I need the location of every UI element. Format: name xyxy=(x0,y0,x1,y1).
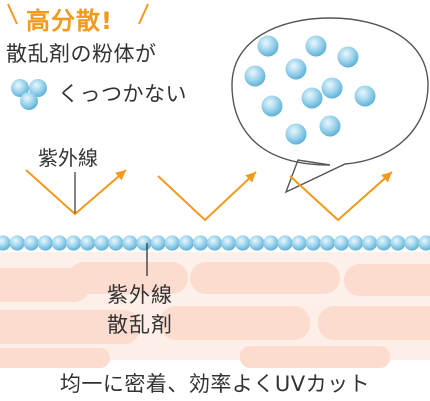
uv-label: 紫外線 xyxy=(38,146,98,170)
clumped-particles-icon xyxy=(11,79,47,110)
scatter-label-line2: 散乱剤 xyxy=(107,313,173,337)
particle xyxy=(390,235,406,251)
heading-slash-right xyxy=(138,3,149,25)
particle xyxy=(136,235,152,251)
particle xyxy=(178,235,194,251)
uv-arrow-path xyxy=(289,171,393,222)
particle xyxy=(51,235,67,251)
particle xyxy=(37,235,53,251)
particle xyxy=(80,235,96,251)
uv-arrow-path xyxy=(25,169,127,216)
bubble-particle xyxy=(257,35,279,57)
uv-arrow-head xyxy=(245,172,256,183)
particle xyxy=(206,235,223,251)
particle xyxy=(164,235,180,251)
bubble-particle xyxy=(244,65,266,87)
magnified-bubble xyxy=(231,17,429,194)
particle xyxy=(122,235,138,251)
bubble-particle xyxy=(285,123,307,145)
particle xyxy=(23,235,39,251)
bubble-particle xyxy=(321,77,343,99)
bubble-particle xyxy=(261,95,283,117)
particle xyxy=(249,235,265,251)
particle xyxy=(150,235,166,251)
bubble-particle xyxy=(285,58,307,80)
particle xyxy=(333,235,349,251)
particle xyxy=(404,235,420,251)
particle xyxy=(347,235,364,251)
heading-title: 高分散! xyxy=(26,7,113,35)
particle xyxy=(221,235,237,251)
particle xyxy=(305,235,321,251)
particle xyxy=(0,235,11,251)
benefit-text-line2: くっつかない xyxy=(58,82,187,106)
scatter-label-line1: 紫外線 xyxy=(107,283,173,307)
bubble-particle xyxy=(305,35,327,57)
particle xyxy=(94,235,110,251)
uv-arrows xyxy=(25,169,393,222)
bubble-particle xyxy=(301,87,323,109)
skin-layer xyxy=(0,252,430,368)
bubble-particle xyxy=(337,46,359,68)
particle xyxy=(235,235,251,251)
benefit-text-line1: 散乱剤の粉体が xyxy=(6,42,157,66)
particle xyxy=(192,235,208,251)
bubble-particle xyxy=(354,85,376,107)
bubble-particle xyxy=(319,115,341,137)
particle xyxy=(319,235,335,251)
heading-slash-left xyxy=(7,3,18,25)
particle xyxy=(108,235,124,251)
caption: 均一に密着、効率よくUVカット xyxy=(59,372,371,396)
bubble-particles xyxy=(244,35,376,145)
particle xyxy=(362,235,378,251)
particle xyxy=(376,235,392,251)
particle-row xyxy=(0,235,430,251)
particle xyxy=(9,235,25,251)
particle xyxy=(263,235,279,251)
particle xyxy=(418,235,430,251)
particle xyxy=(277,235,293,251)
particle xyxy=(291,235,307,251)
uv-arrow-path xyxy=(157,171,257,222)
uv-arrow-head xyxy=(381,172,392,183)
uv-arrow-head xyxy=(115,170,126,181)
particle xyxy=(65,235,82,251)
